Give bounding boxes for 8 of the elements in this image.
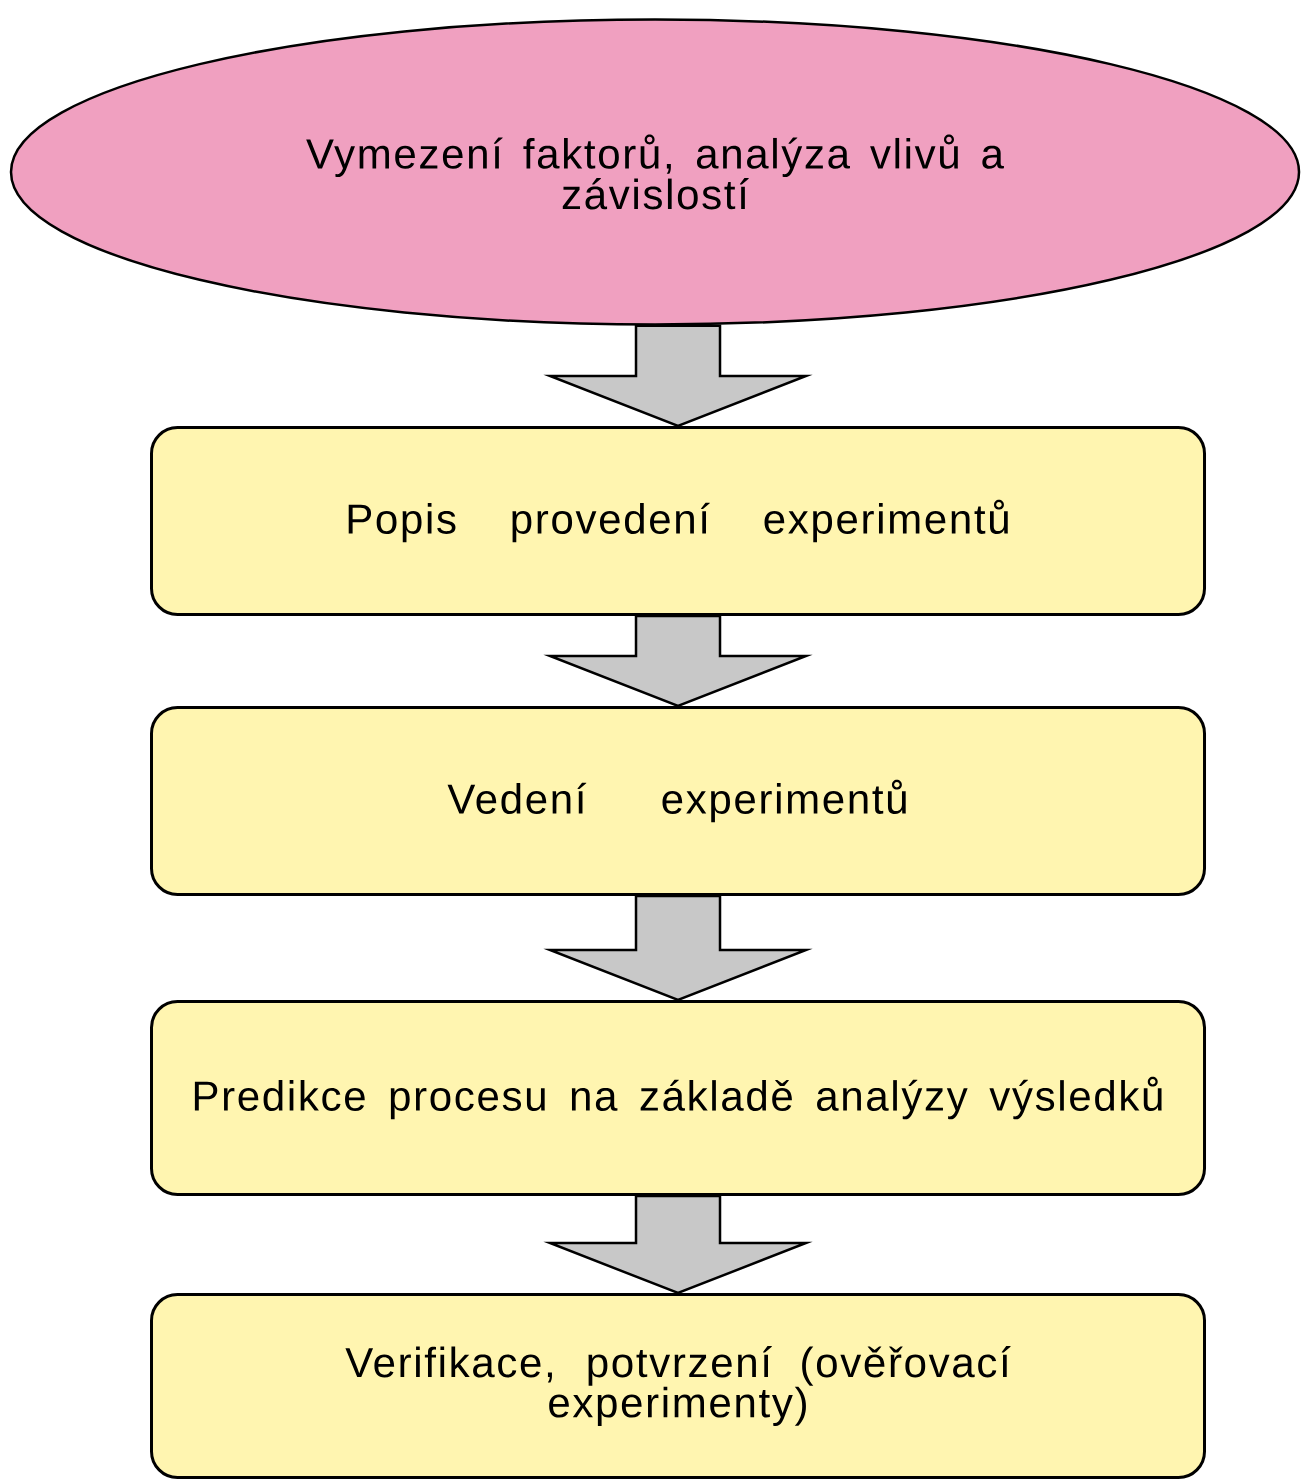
process-box: Vedení experimentů xyxy=(150,706,1206,896)
block-arrow xyxy=(543,324,813,428)
process-box: Predikce procesu na základě analýzy výsledků xyxy=(150,1000,1206,1196)
block-arrow xyxy=(543,894,813,1002)
block-arrow xyxy=(543,614,813,708)
block-arrow xyxy=(543,1194,813,1295)
process-box: Popis provedení experimentů xyxy=(150,426,1206,616)
process-box: Verifikace, potvrzení (ověřovací experimenty) xyxy=(150,1293,1206,1479)
